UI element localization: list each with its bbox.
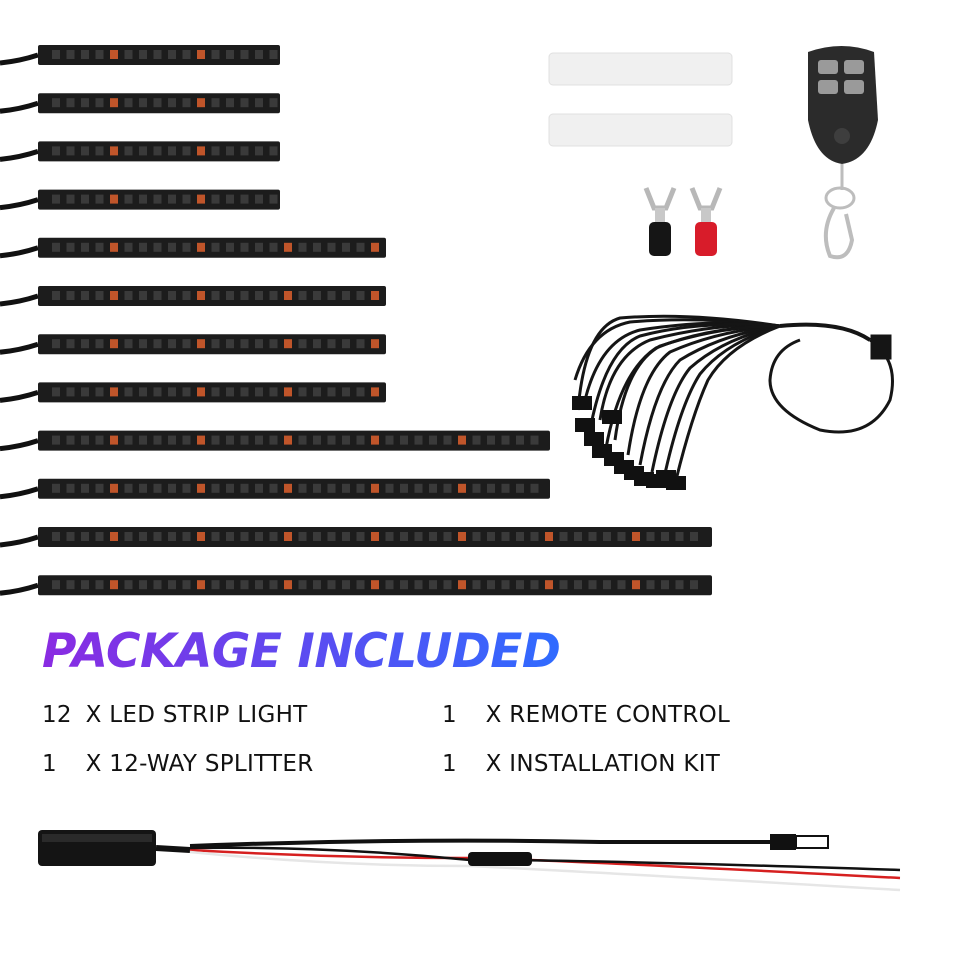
led-strip	[0, 575, 712, 596]
led-strips	[0, 45, 712, 596]
package-item-splitter: 1 X 12-WAY SPLITTER	[42, 749, 314, 779]
package-item-install-kit: 1 X INSTALLATION KIT	[442, 749, 720, 779]
item-qty: 1	[42, 751, 57, 777]
led-strip	[0, 189, 280, 211]
led-strip	[0, 45, 280, 66]
package-item-remote: 1 X REMOTE CONTROL	[442, 700, 730, 730]
package-title: PACKAGE INCLUDED	[42, 622, 561, 682]
item-qty: 1	[442, 751, 457, 777]
item-qty: 12	[42, 702, 72, 728]
led-strip	[0, 478, 550, 500]
red-fork-terminal	[689, 187, 723, 256]
controller-wires	[189, 834, 901, 892]
item-label: X LED STRIP LIGHT	[85, 702, 308, 728]
led-strip	[0, 382, 386, 403]
package-item-strips: 12 X LED STRIP LIGHT	[42, 700, 308, 730]
item-label: X REMOTE CONTROL	[485, 702, 731, 728]
item-label: X INSTALLATION KIT	[485, 751, 721, 777]
controller-box	[38, 830, 191, 866]
adhesive-pads	[548, 52, 733, 147]
adhesive-pad	[548, 113, 733, 147]
item-label: X 12-WAY SPLITTER	[85, 751, 314, 777]
led-strip	[0, 141, 280, 162]
item-qty: 1	[442, 702, 457, 728]
splitter-connectors	[572, 396, 686, 490]
black-fork-terminal	[643, 187, 677, 256]
led-strip	[0, 286, 386, 307]
adhesive-pad	[548, 52, 733, 86]
led-strip	[0, 527, 712, 548]
led-strip	[0, 334, 386, 355]
led-strip	[0, 93, 280, 114]
remote-control	[808, 46, 878, 260]
splitter-cable	[573, 314, 894, 481]
led-strip	[0, 237, 386, 259]
package-title-text: PACKAGE INCLUDED	[42, 624, 561, 679]
led-strip	[0, 430, 550, 452]
fork-terminals	[643, 187, 723, 256]
